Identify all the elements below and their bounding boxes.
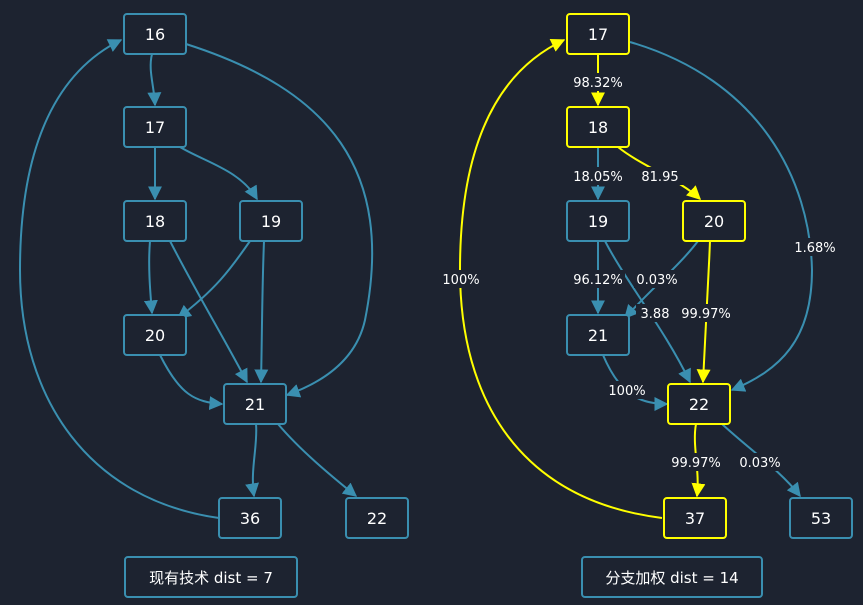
edge-label-r20-r21: 0.03% bbox=[634, 270, 680, 288]
edge-label-text: 99.97% bbox=[671, 456, 721, 471]
right-caption-text: 分支加权 dist = 14 bbox=[605, 569, 738, 587]
node-r53: 53 bbox=[789, 497, 853, 539]
edge-l19-l20 bbox=[176, 240, 251, 319]
edge-label-text: 18.05% bbox=[573, 170, 623, 185]
edge-r37-r17 bbox=[458, 39, 663, 519]
node-l19: 19 bbox=[239, 200, 303, 242]
node-r19: 19 bbox=[566, 200, 630, 242]
edge-label-text: 3.88 bbox=[641, 307, 670, 322]
edge-label-r19-r22: 3.88 bbox=[636, 304, 674, 322]
node-l21: 21 bbox=[223, 383, 287, 425]
node-label: 19 bbox=[261, 212, 281, 231]
node-box bbox=[123, 314, 187, 356]
edge-label-text: 0.03% bbox=[636, 273, 677, 288]
node-label: 18 bbox=[145, 212, 165, 231]
node-label: 19 bbox=[588, 212, 608, 231]
edge-label-r20-r22: 99.97% bbox=[679, 304, 733, 322]
node-label: 36 bbox=[240, 509, 260, 528]
node-box bbox=[566, 13, 630, 55]
node-label: 18 bbox=[588, 118, 608, 137]
edge-l16-l17 bbox=[147, 53, 162, 107]
node-r17: 17 bbox=[566, 13, 630, 55]
edge-label-r22-r53: 0.03% bbox=[737, 453, 783, 471]
edge-label-r17-r18: 98.32% bbox=[571, 73, 625, 91]
node-l17: 17 bbox=[123, 106, 187, 148]
node-box bbox=[218, 497, 282, 539]
edge-label-r21-r22: 100% bbox=[608, 381, 646, 399]
node-box bbox=[223, 383, 287, 425]
edge-label-text: 96.12% bbox=[573, 273, 623, 288]
edge-label-r18-r20: 81.95 bbox=[637, 167, 683, 185]
edge-label-r18-r19: 18.05% bbox=[571, 167, 625, 185]
node-box bbox=[667, 383, 731, 425]
node-l36: 36 bbox=[218, 497, 282, 539]
edge-label-r22-r37: 99.97% bbox=[669, 453, 723, 471]
node-r18: 18 bbox=[566, 106, 630, 148]
node-box bbox=[663, 497, 727, 539]
node-r22: 22 bbox=[667, 383, 731, 425]
node-l20: 20 bbox=[123, 314, 187, 356]
right-caption: 分支加权 dist = 14 bbox=[581, 556, 763, 598]
edge-label-text: 81.95 bbox=[641, 170, 678, 185]
node-box bbox=[239, 200, 303, 242]
node-box bbox=[123, 13, 187, 55]
edge-l36-l16 bbox=[18, 39, 220, 519]
edge-label-text: 99.97% bbox=[681, 307, 731, 322]
node-r20: 20 bbox=[682, 200, 746, 242]
edge-l18-l20 bbox=[143, 240, 158, 315]
node-label: 21 bbox=[245, 395, 265, 414]
edge-l19-l21 bbox=[254, 240, 269, 384]
edge-l18-l21 bbox=[169, 240, 248, 384]
node-box bbox=[789, 497, 853, 539]
node-r37: 37 bbox=[663, 497, 727, 539]
edge-l17-l19 bbox=[179, 146, 258, 201]
node-label: 53 bbox=[811, 509, 831, 528]
edge-label-r19-r21: 96.12% bbox=[571, 270, 625, 288]
node-box bbox=[566, 200, 630, 242]
node-box bbox=[123, 200, 187, 242]
node-label: 22 bbox=[367, 509, 387, 528]
edge-label-text: 100% bbox=[608, 384, 645, 399]
edge-label-text: 100% bbox=[442, 273, 479, 288]
node-l18: 18 bbox=[123, 200, 187, 242]
node-label: 17 bbox=[588, 25, 608, 44]
edge-l16-l21 bbox=[185, 43, 374, 398]
edge-label-text: 98.32% bbox=[573, 76, 623, 91]
node-l22: 22 bbox=[345, 497, 409, 539]
edge-label-text: 0.03% bbox=[739, 456, 780, 471]
node-label: 17 bbox=[145, 118, 165, 137]
node-box bbox=[345, 497, 409, 539]
left-caption-text: 现有技术 dist = 7 bbox=[149, 569, 273, 587]
edge-l21-l36 bbox=[245, 423, 260, 498]
node-label: 16 bbox=[145, 25, 165, 44]
edge-l21-l22 bbox=[277, 423, 358, 497]
node-box bbox=[566, 314, 630, 356]
edge-l20-l21 bbox=[159, 354, 224, 411]
node-label: 20 bbox=[704, 212, 724, 231]
edge-label-text: 1.68% bbox=[794, 241, 835, 256]
left-caption: 现有技术 dist = 7 bbox=[124, 556, 298, 598]
node-label: 37 bbox=[685, 509, 705, 528]
node-r21: 21 bbox=[566, 314, 630, 356]
node-label: 22 bbox=[689, 395, 709, 414]
node-box bbox=[682, 200, 746, 242]
node-label: 21 bbox=[588, 326, 608, 345]
node-label: 20 bbox=[145, 326, 165, 345]
edge-label-r17-r22: 1.68% bbox=[792, 238, 838, 256]
node-l16: 16 bbox=[123, 13, 187, 55]
node-box bbox=[566, 106, 630, 148]
node-box bbox=[123, 106, 187, 148]
edge-label-r37-r17: 100% bbox=[442, 270, 480, 288]
